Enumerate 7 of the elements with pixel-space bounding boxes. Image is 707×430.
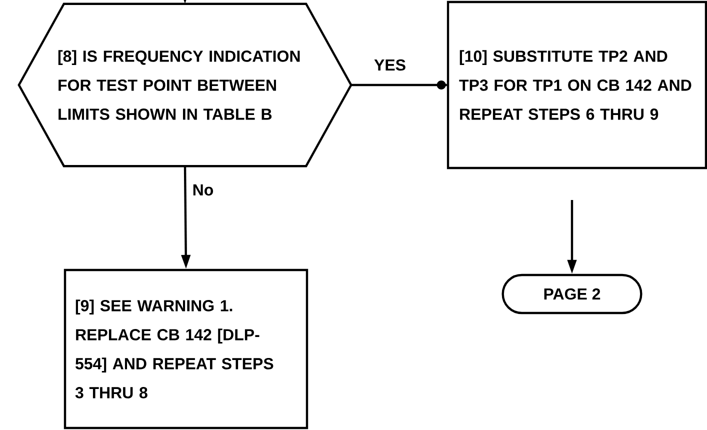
process-box: [10] SUBSTITUTE TP2 AND TP3 FOR TP1 ON CB 142 AND REPEAT STEPS 6 THRU 9 bbox=[446, 0, 707, 170]
decision-hexagon: [8] IS FREQUENCY INDICATION FOR TEST POINT BETWEEN LIMITS SHOWN IN TABLE B bbox=[18, 2, 352, 168]
edge-label: No bbox=[190, 182, 216, 198]
edge-label: YES bbox=[372, 57, 408, 73]
terminal-capsule: PAGE 2 bbox=[502, 274, 642, 314]
process-box: [9] SEE WARNING 1. REPLACE CB 142 [DLP-554] AND REPEAT STEPS 3 THRU 8 bbox=[64, 268, 308, 430]
arrow bbox=[351, 80, 447, 90]
